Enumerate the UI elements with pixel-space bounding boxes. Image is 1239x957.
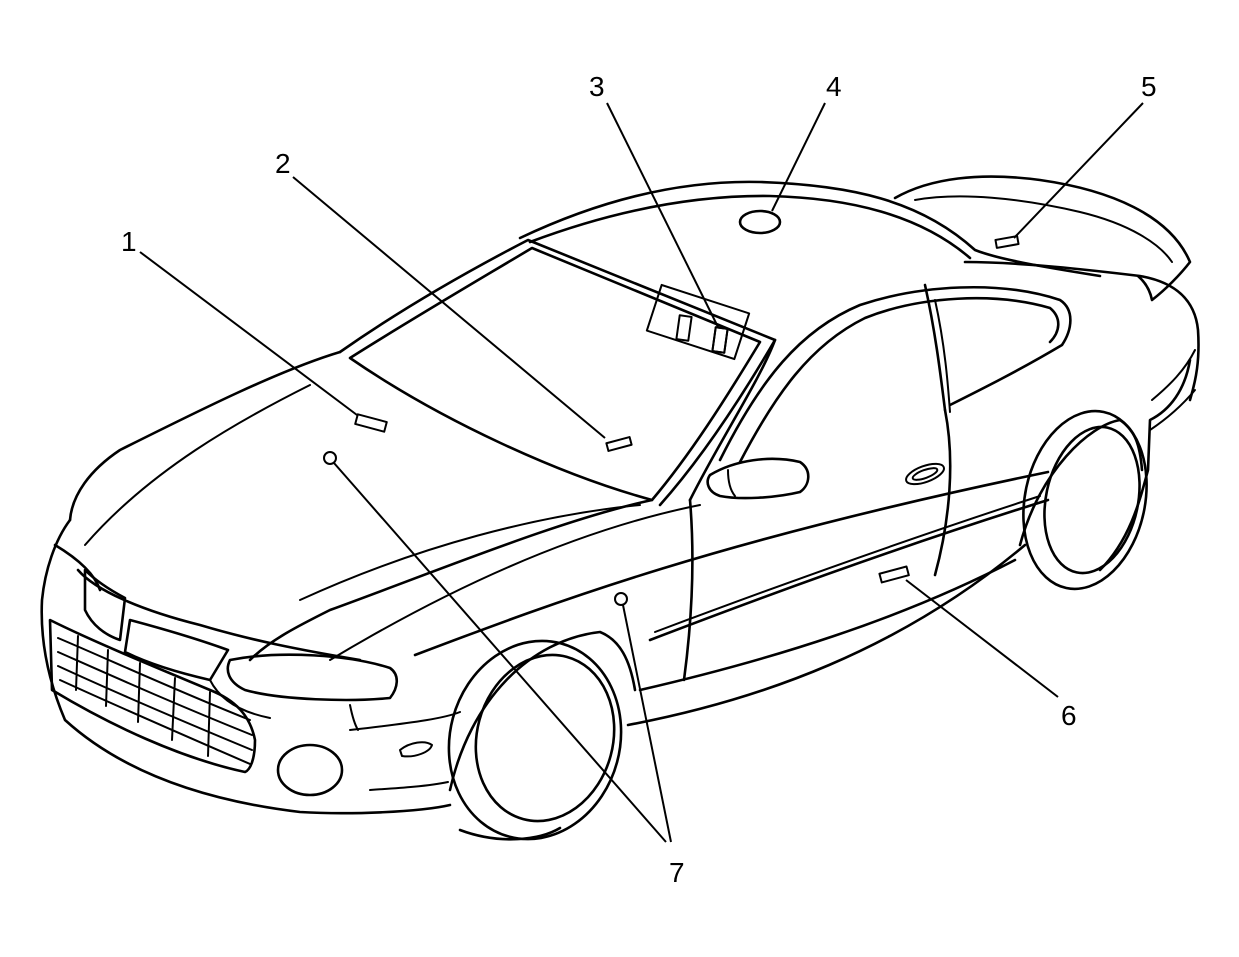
label-5-marker: [994, 235, 1020, 249]
label-7a-marker: [323, 451, 337, 465]
leader-5: [1013, 102, 1144, 239]
label-7b-marker: [614, 592, 628, 606]
callout-6: 6: [1061, 700, 1077, 731]
label-4-marker: [738, 209, 782, 235]
label-3-marker: [711, 326, 729, 354]
leader-6: [905, 579, 1059, 698]
callout-2: 2: [275, 148, 291, 179]
leader-lines: [139, 102, 1144, 843]
leader-7b: [622, 604, 672, 843]
callout-5: 5: [1141, 71, 1157, 102]
label-6-marker: [878, 565, 910, 584]
callout-7: 7: [669, 857, 685, 888]
leader-1: [139, 251, 358, 416]
leader-7a: [333, 462, 667, 843]
label-1-marker: [354, 413, 388, 433]
leader-4: [771, 102, 826, 212]
leader-2: [292, 176, 606, 439]
leader-3: [606, 102, 719, 328]
callout-1: 1: [121, 226, 137, 257]
callout-3: 3: [589, 71, 605, 102]
label-2-marker: [605, 436, 633, 452]
car-body: [40, 175, 1200, 841]
callout-4: 4: [826, 71, 842, 102]
label-markers: [323, 209, 1020, 606]
callout-numbers: 1 2 3 4 5 6 7: [121, 71, 1157, 888]
